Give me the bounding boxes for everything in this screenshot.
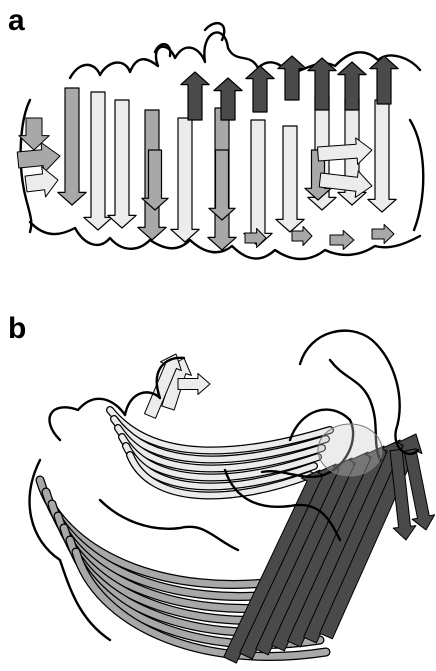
top-hairpin-coil [155,23,224,56]
beta-strand-a-10 [368,100,396,212]
translucent-ring-b [318,424,382,476]
panel-b: b [0,300,436,671]
beta-strand-a-4 [171,118,199,242]
beta-strand-a-7 [276,126,304,232]
dark-strand-a-2 [338,62,366,110]
dark-strand-a-0 [278,56,306,100]
cap-strand-a-0 [17,143,60,173]
dark-strand-a-4 [246,66,274,112]
beta-strand-a-2 [108,100,136,228]
bottom-small-strand-a-1 [292,227,312,246]
bottom-small-strand-a-3 [372,225,394,244]
panel-a-ribbon-structure [0,0,436,300]
beta-strand-a-6 [244,120,272,246]
panel-a: a [0,0,436,300]
beta-strand-a-0 [58,88,86,205]
dark-strand-a-3 [370,56,398,104]
dark-strand-a-6 [181,72,209,120]
bottom-small-strand-a-2 [330,231,354,250]
panel-b-ribbon-structure [0,300,436,671]
mid-loop-coil [100,500,238,550]
beta-strand-a-1 [84,92,112,230]
top-loop-coil [70,32,420,78]
cap-strand-a-1 [25,167,58,197]
lower-strand-a-1 [209,150,235,220]
